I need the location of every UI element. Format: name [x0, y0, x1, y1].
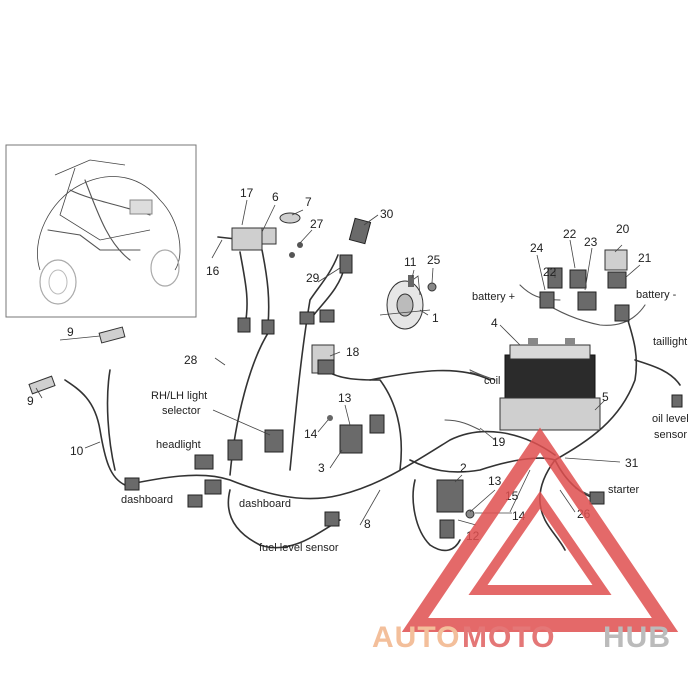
label-oil-level: oil level	[652, 413, 689, 425]
label-taillight: taillight	[653, 336, 687, 348]
callout-19: 19	[492, 435, 506, 449]
horn	[386, 275, 437, 330]
watermark-auto: AUTO	[372, 621, 460, 654]
callout-20: 20	[616, 222, 630, 236]
callout-6: 6	[272, 190, 279, 204]
switch-cluster	[217, 212, 303, 335]
callout-25: 25	[427, 253, 441, 267]
part-29-30	[299, 217, 372, 325]
leader-lines	[35, 199, 641, 526]
front-connectors	[187, 429, 340, 527]
callout-9-upper: 9	[67, 325, 74, 339]
callout-23: 23	[584, 235, 598, 249]
callout-10: 10	[70, 444, 84, 458]
callout-29: 29	[306, 271, 320, 285]
label-headlight: headlight	[156, 439, 201, 451]
label-battery-minus: battery -	[636, 289, 677, 301]
label-fuel-level-sensor: fuel level sensor	[259, 542, 339, 554]
callout-9-lower: 9	[27, 394, 34, 408]
callout-24: 24	[530, 241, 544, 255]
watermark-hub: HUB	[603, 621, 671, 654]
callout-4: 4	[491, 316, 498, 330]
callout-28: 28	[184, 353, 198, 367]
callout-21: 21	[638, 251, 652, 265]
callout-17: 17	[240, 186, 254, 200]
callout-30: 30	[380, 207, 394, 221]
callout-18: 18	[346, 345, 360, 359]
callout-16: 16	[206, 264, 220, 278]
scooter-inset	[5, 144, 197, 318]
relays-right	[539, 249, 628, 311]
callout-13-left: 13	[338, 391, 352, 405]
callout-22-upper: 22	[563, 227, 577, 241]
label-dashboard-left: dashboard	[121, 494, 173, 506]
label-selector: selector	[162, 405, 201, 417]
dashboard-harness	[28, 326, 140, 491]
watermark-logo: AUTO MOTO HUB	[372, 427, 679, 654]
label-dashboard-right: dashboard	[239, 498, 291, 510]
callout-3: 3	[318, 461, 325, 475]
callout-13-right: 13	[488, 474, 502, 488]
callout-2: 2	[460, 461, 467, 475]
callout-22-lower: 22	[543, 265, 557, 279]
callout-14-left: 14	[304, 427, 318, 441]
callout-27: 27	[310, 217, 324, 231]
watermark-moto: MOTO	[462, 621, 555, 654]
relays-left	[311, 344, 385, 454]
label-rh-lh-light: RH/LH light	[151, 390, 207, 402]
callout-11: 11	[404, 255, 417, 269]
label-coil: coil	[484, 375, 501, 387]
label-oil-level-sensor: sensor	[654, 429, 687, 441]
callout-1: 1	[432, 311, 439, 325]
tail-connectors	[589, 304, 683, 505]
wire-labels: battery + battery - taillight oil level …	[121, 289, 689, 554]
battery	[499, 338, 601, 431]
callout-7: 7	[305, 195, 312, 209]
label-battery-plus: battery +	[472, 291, 515, 303]
label-starter: starter	[608, 484, 640, 496]
callout-8: 8	[364, 517, 371, 531]
callout-31: 31	[625, 456, 639, 470]
callout-5: 5	[602, 390, 609, 404]
regulator	[436, 479, 475, 539]
